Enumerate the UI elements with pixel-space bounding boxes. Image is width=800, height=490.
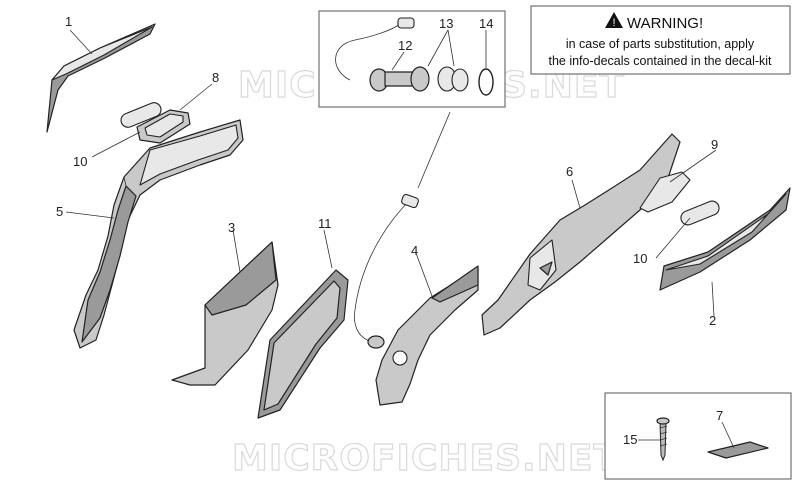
callout-6: 6 xyxy=(566,164,573,179)
warning-line-2: the info-decals contained in the decal-k… xyxy=(548,54,772,68)
callout-2: 2 xyxy=(709,313,716,328)
part-3-inner-panel xyxy=(171,241,279,386)
svg-text:!: ! xyxy=(612,17,615,29)
part-1-trim-strip xyxy=(46,23,156,133)
inset-socket-box xyxy=(318,10,506,108)
watermark-bottom: MICROFICHES.NET xyxy=(232,438,619,479)
callout-9: 9 xyxy=(711,137,718,152)
part-5-left-side-frame xyxy=(73,119,244,349)
callout-13: 13 xyxy=(439,16,453,31)
inset-hardware-box xyxy=(604,392,792,480)
warning-line-1: in case of parts substitution, apply xyxy=(566,37,755,51)
callout-1: 1 xyxy=(65,14,72,29)
part-9-right-cover xyxy=(639,171,691,213)
callout-3: 3 xyxy=(228,220,235,235)
part-2-right-trim-strip xyxy=(659,187,791,291)
callout-7: 7 xyxy=(716,408,723,423)
cable-assembly xyxy=(354,111,451,349)
callout-14: 14 xyxy=(479,16,493,31)
part-4-lower-trim xyxy=(375,265,479,406)
part-6-right-side-frame xyxy=(481,133,681,336)
part-11-flat-panel xyxy=(257,269,349,419)
callout-8: 8 xyxy=(212,70,219,85)
callout-4: 4 xyxy=(411,243,418,258)
callout-10-right: 10 xyxy=(633,251,647,266)
part-8-cover-plate xyxy=(136,109,191,144)
callout-5: 5 xyxy=(56,204,63,219)
part-10-lens-left xyxy=(120,102,162,128)
warning-title: WARNING! xyxy=(627,15,703,32)
leader-lines xyxy=(65,29,735,449)
callout-15: 15 xyxy=(623,432,637,447)
callout-12: 12 xyxy=(398,38,412,53)
callout-11: 11 xyxy=(318,216,332,231)
callout-10-left: 10 xyxy=(73,154,87,169)
warning-box: ! WARNING! in case of parts substitution… xyxy=(530,5,791,75)
part-10-lens-right xyxy=(680,200,720,226)
